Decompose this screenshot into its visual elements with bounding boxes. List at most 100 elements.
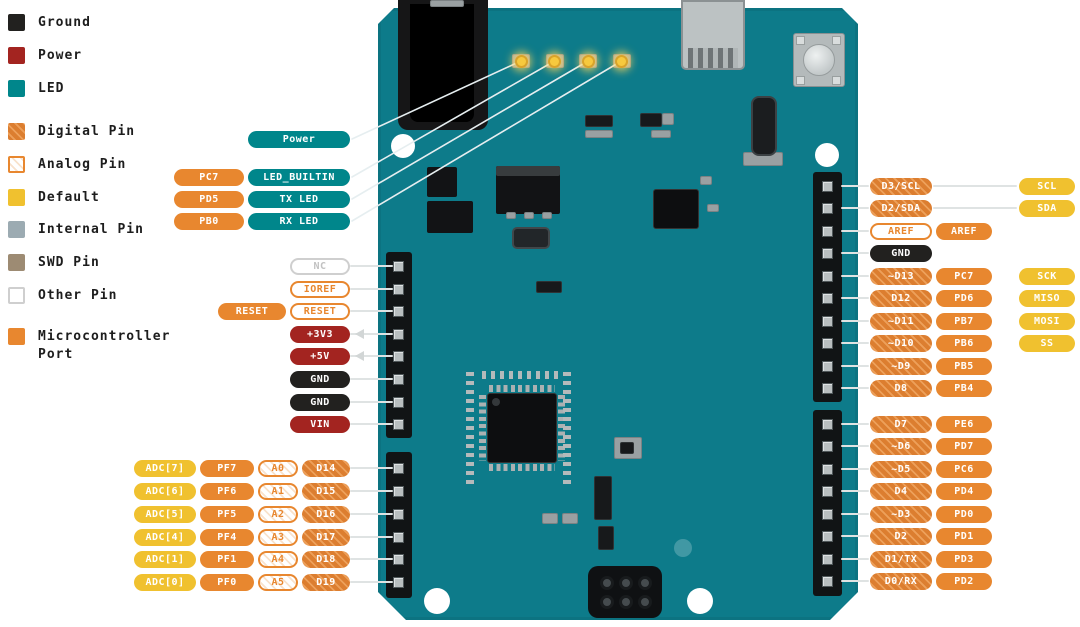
pin-label-pf4: PF4 [200,528,254,546]
smd-component [700,176,712,185]
mcu-pin1-mark [492,398,500,406]
pin-label-d0-rx: D0/RX [870,572,932,590]
pin-label-ioref: IOREF [290,280,350,298]
icsp-pin-hole [619,576,633,590]
legend-label: Digital Pin [38,124,136,139]
pin-label-aref: AREF [936,222,992,240]
pin-label-pd6: PD6 [936,289,992,307]
header-pin [393,350,404,362]
pin-label-scl: SCL [1019,177,1075,195]
pin-label-d4: D4 [870,482,932,500]
pin-label-nc: NC [290,257,350,275]
pin-label-adc-0: ADC[0] [134,573,196,591]
pin-label-pd4: PD4 [936,482,992,500]
header-pin [393,260,404,272]
pin-label-adc-4: ADC[4] [134,528,196,546]
pin-label-pd3: PD3 [936,550,992,568]
legend-item-analog: Analog Pin [8,156,126,174]
pin-label-a5: A5 [258,573,298,591]
builtin-led [548,54,561,68]
pin-label-d7: D7 [870,415,932,433]
crystal [512,227,550,249]
left-pin-header-bottom [386,452,412,598]
pin-label-d5: ~D5 [870,460,932,478]
pin-label-d12: D12 [870,289,932,307]
header-pin [393,373,404,385]
legend-label: Power [38,48,83,63]
left-pin-header-top [386,252,412,438]
reset-button-corner [796,36,805,45]
mounting-hole [391,134,415,158]
pin-label-pc7: PC7 [936,267,992,285]
mounting-hole [687,588,713,614]
reset-button-corner [832,36,841,45]
smd-component [620,442,634,454]
ground-swatch [8,14,25,31]
power-jack-cap [430,0,464,7]
legend-item-mcu-port: Microcontroller Port [8,328,190,364]
pin-label-a4: A4 [258,550,298,568]
smd-component [562,513,578,524]
smd-ic [427,167,457,197]
header-pin [393,462,404,474]
pin-label-pd5: PD5 [174,190,244,208]
header-pin [822,382,833,394]
smd-component [585,130,613,138]
header-pin [393,485,404,497]
legend-item-other: Other Pin [8,287,117,305]
pin-label-d2: D2 [870,527,932,545]
header-pin [393,283,404,295]
default-swatch [8,189,25,206]
icsp-pin-hole [638,576,652,590]
regulator-pin [524,212,534,219]
icsp-header [588,566,662,618]
pin-label-pf7: PF7 [200,459,254,477]
pin-label-ss: SS [1019,334,1075,352]
header-pin [393,553,404,565]
legend-item-internal: Internal Pin [8,221,144,239]
header-pin [393,576,404,588]
power-led [514,54,528,68]
internal-swatch [8,221,25,238]
pin-label-vin: VIN [290,415,350,433]
mounting-hole [424,588,450,614]
via-pads [563,372,571,488]
smd-component [662,113,674,125]
smd-component [594,476,612,520]
smd-component [751,96,777,156]
legend-item-swd: SWD Pin [8,254,100,272]
icsp-pin-hole [619,595,633,609]
legend-label: Other Pin [38,288,118,303]
mcu-port-swatch [8,328,25,345]
pin-label-5v: +5V [290,347,350,365]
pin-label-pc7: PC7 [174,168,244,186]
header-pin [822,337,833,349]
pin-label-d14: D14 [302,459,350,477]
qfn-chip [653,189,699,229]
swd-swatch [8,254,25,271]
pin-label-pf6: PF6 [200,482,254,500]
header-pin [393,305,404,317]
reset-button-corner [796,76,805,85]
header-pin [822,463,833,475]
header-pin [822,553,833,565]
other-swatch [8,287,25,304]
pin-label-a2: A2 [258,505,298,523]
pin-label-a1: A1 [258,482,298,500]
pin-label-a3: A3 [258,528,298,546]
analog-swatch [8,156,25,173]
mcu-pins-right [558,395,565,461]
pin-label-pd1: PD1 [936,527,992,545]
regulator-tab [496,166,560,176]
legend-label: Microcontroller Port [38,329,171,362]
pin-label-3v3: +3V3 [290,325,350,343]
pin-label-led-builtin: LED_BUILTIN [248,168,350,186]
digital-swatch [8,123,25,140]
header-pin [822,575,833,587]
legend-label: Analog Pin [38,157,127,172]
header-pin [822,418,833,430]
pin-label-sda: SDA [1019,199,1075,217]
pin-label-adc-7: ADC[7] [134,459,196,477]
header-pin [822,508,833,520]
pin-label-d3: ~D3 [870,505,932,523]
